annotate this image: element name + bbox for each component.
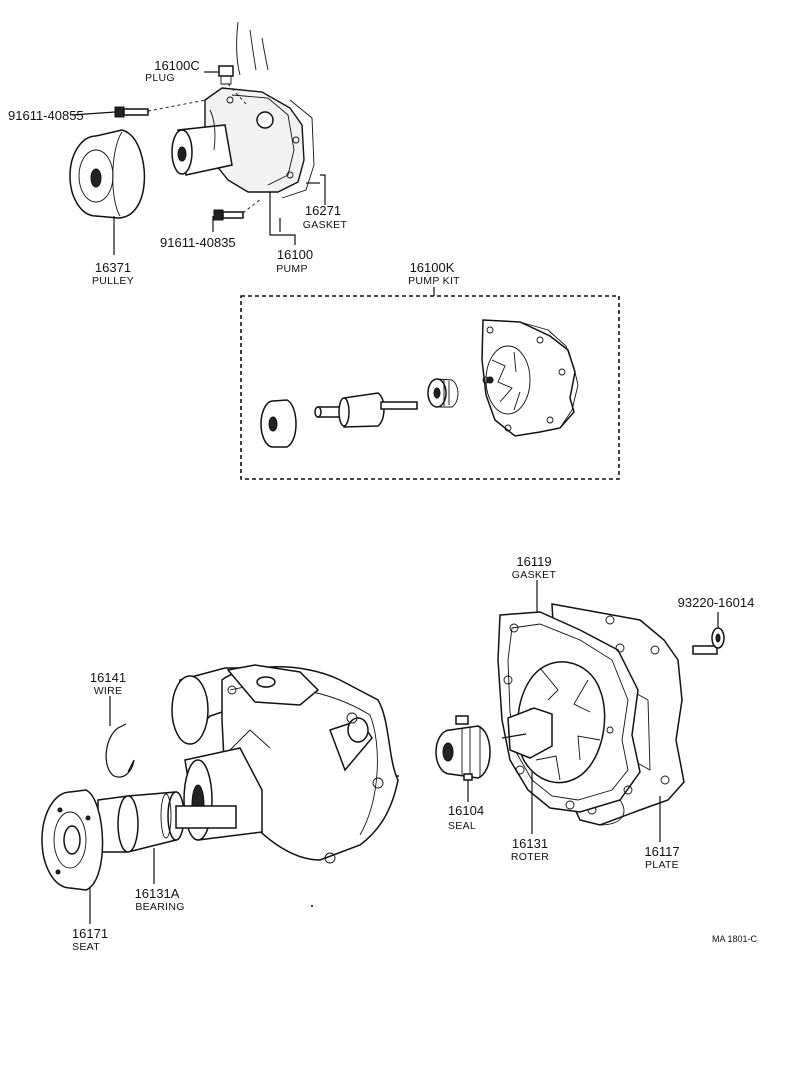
plate-number: 16117	[644, 844, 679, 859]
pulley-name: PULLEY	[92, 275, 134, 287]
plug-dash	[227, 83, 247, 105]
gasket-lower-name: GASKET	[512, 569, 557, 581]
pulley-number: 16371	[95, 260, 131, 275]
pump-kit-name: PUMP KIT	[408, 275, 460, 287]
hose-fragment	[236, 21, 269, 76]
pump-housing	[171, 664, 399, 864]
figure-code: MA 1801-C	[712, 934, 758, 944]
pump-kit-number: 16100K	[410, 260, 455, 275]
roter-name: ROTER	[511, 851, 549, 863]
kit-seat	[260, 399, 297, 448]
seat-part	[41, 789, 104, 891]
plate-name: PLATE	[645, 859, 679, 871]
pump-kit-box	[240, 295, 620, 480]
pulley-part	[69, 129, 146, 219]
bolt-upper-dash	[147, 99, 207, 112]
kit-bearing	[314, 392, 418, 428]
gasket-upper-name: GASKET	[303, 219, 348, 231]
seat-number: 16171	[72, 926, 108, 941]
gasket-lower-number: 16119	[516, 554, 551, 569]
plug-number: 16100C	[154, 58, 200, 73]
kit-plate	[481, 319, 579, 437]
screw-part	[692, 627, 725, 655]
bolt-lower-dash	[242, 197, 263, 214]
water-pump-body	[171, 87, 305, 193]
bearing-name: BEARING	[135, 901, 184, 913]
seat-name: SEAT	[72, 941, 100, 953]
seal-part	[435, 715, 491, 781]
bolt-upper-part	[114, 106, 149, 118]
bolt-lower-part	[213, 209, 244, 221]
wire-number: 16141	[90, 670, 126, 685]
wire-name: WIRE	[94, 685, 123, 697]
speck	[397, 775, 399, 777]
bolt-lower-number: 91611-40835	[160, 235, 236, 250]
roter-number: 16131	[512, 836, 548, 851]
plug-part	[218, 65, 234, 85]
bottom-leader-lines	[89, 580, 719, 924]
bearing-number: 16131A	[135, 886, 180, 901]
plate-gasket-assembly	[497, 603, 685, 826]
wire-part	[105, 723, 135, 778]
kit-seal	[427, 378, 459, 408]
bolt-upper-number: 91611-40855	[8, 108, 84, 123]
plug-name: PLUG	[145, 72, 175, 84]
seal-name: SEAL	[448, 820, 476, 832]
screw-number: 93220-16014	[678, 595, 755, 610]
gasket-upper-number: 16271	[305, 203, 341, 218]
top-leader-lines	[71, 71, 326, 255]
seal-number: 16104	[448, 803, 484, 818]
bearing-part	[97, 791, 237, 853]
pump-number: 16100	[277, 247, 313, 262]
pump-name: PUMP	[276, 263, 308, 275]
speck	[311, 905, 313, 907]
upper-gasket-outline	[281, 99, 315, 199]
